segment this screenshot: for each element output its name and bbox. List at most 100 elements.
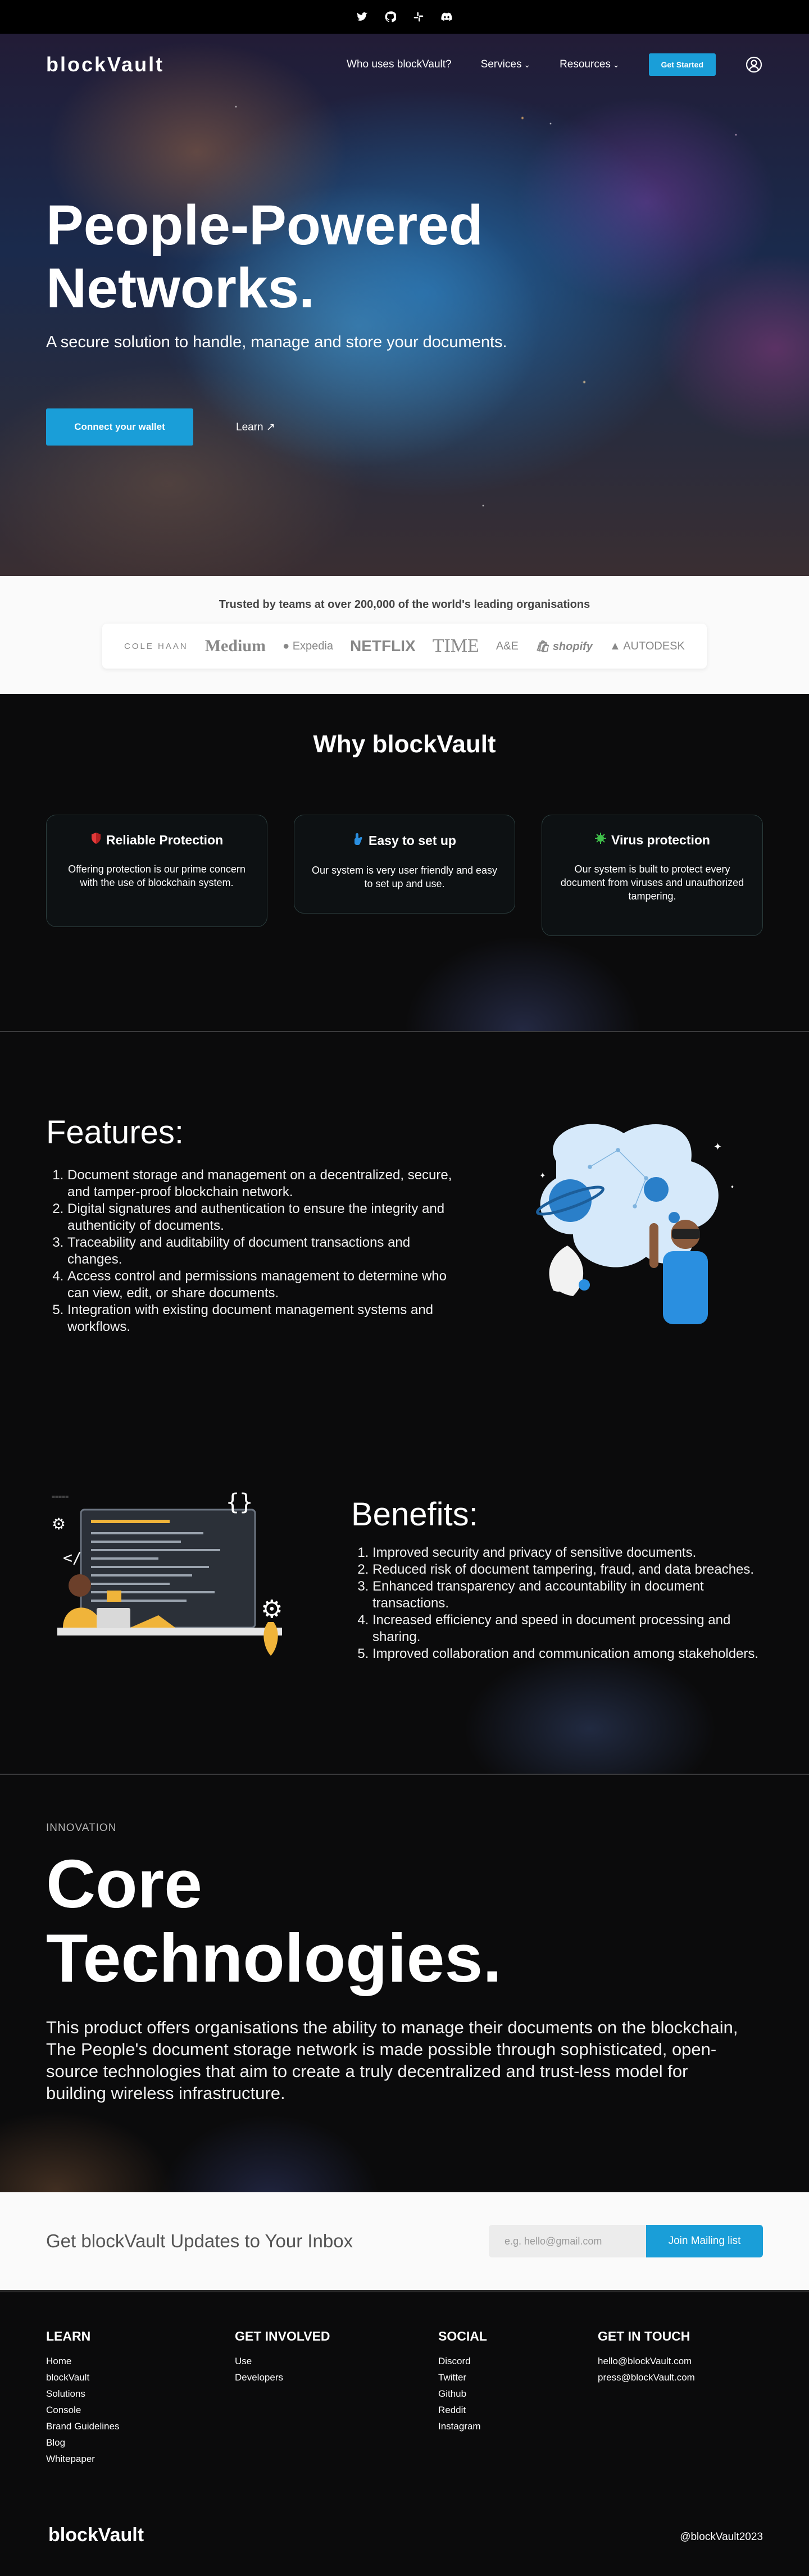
card-virus-protection: Virus protection Our system is built to … (542, 815, 763, 936)
twitter-icon[interactable] (357, 11, 368, 22)
hero-subtitle: A secure solution to handle, manage and … (46, 333, 507, 351)
footer-link[interactable]: Discord (438, 2356, 471, 2366)
card-title: Reliable Protection (62, 832, 251, 848)
logo-expedia-text: Expedia (292, 639, 333, 652)
discord-icon[interactable] (441, 11, 452, 22)
github-icon[interactable] (385, 11, 396, 22)
partner-logos: COLE HAAN Medium ● Expedia NETFLIX TIME … (102, 624, 707, 669)
nav-who-uses[interactable]: Who uses blockVault? (347, 58, 452, 70)
features-section: Features: Document storage and managemen… (0, 1032, 809, 1414)
card-title-text: Virus protection (611, 832, 710, 847)
footer-link[interactable]: Home (46, 2356, 72, 2366)
card-title: Virus protection (558, 832, 747, 848)
footer-link[interactable]: Twitter (438, 2372, 467, 2383)
benefit-item: Increased efficiency and speed in docume… (372, 1612, 767, 1646)
learn-link[interactable]: Learn ↗ (236, 421, 275, 434)
feature-item: Access control and permissions managemen… (67, 1268, 462, 1302)
benefit-item: Enhanced transparency and accountability… (372, 1578, 767, 1612)
developer-illustration: ===== </ {} ⚙ ⚙ (46, 1487, 299, 1673)
footer-column-social: SOCIAL Discord Twitter Github Reddit Ins… (438, 2329, 487, 2434)
learn-label: Learn (236, 421, 263, 433)
footer-link[interactable]: Whitepaper (46, 2454, 95, 2464)
footer-link[interactable]: Developers (235, 2372, 283, 2383)
hand-icon (353, 832, 364, 849)
connect-wallet-button[interactable]: Connect your wallet (46, 408, 193, 446)
feature-item: Traceability and auditability of documen… (67, 1234, 462, 1268)
nav-resources-dropdown[interactable]: Resources (560, 58, 619, 71)
slack-icon[interactable] (413, 11, 424, 22)
user-circle-icon[interactable] (745, 56, 763, 74)
newsletter-title: Get blockVault Updates to Your Inbox (46, 2230, 353, 2251)
logo-netflix: NETFLIX (350, 637, 416, 655)
core-technologies-section: INNOVATION Core Technologies. This produ… (0, 1774, 809, 2192)
logo-time: TIME (432, 635, 479, 656)
card-title-text: Reliable Protection (106, 832, 224, 847)
logo-expedia: ● Expedia (283, 640, 333, 653)
footer-column-title: SOCIAL (438, 2329, 487, 2343)
core-title-line2: Technologies. (46, 1920, 502, 1996)
shield-icon (90, 832, 102, 848)
footer-logo[interactable]: blockVault (48, 2524, 144, 2546)
features-list: Document storage and management on a dec… (46, 1167, 462, 1335)
card-reliable-protection: Reliable Protection Offering protection … (46, 815, 267, 927)
benefit-item: Improved security and privacy of sensiti… (372, 1544, 767, 1561)
card-title: Easy to set up (310, 832, 499, 849)
hero-title-line1: People-Powered (46, 194, 483, 257)
svg-text:⚙: ⚙ (261, 1595, 283, 1624)
svg-text:✦: ✦ (539, 1171, 546, 1180)
footer-column-title: GET IN TOUCH (598, 2329, 690, 2343)
footer-link[interactable]: Reddit (438, 2405, 466, 2415)
logo-shopify-text: shopify (552, 640, 593, 653)
newsletter-form: Join Mailing list (489, 2225, 763, 2257)
card-title-text: Easy to set up (369, 833, 456, 848)
get-started-button[interactable]: Get Started (648, 53, 716, 76)
features-title: Features: (46, 1114, 184, 1151)
nav-services-dropdown[interactable]: Services (481, 58, 530, 71)
email-input[interactable] (489, 2225, 646, 2257)
brand-logo[interactable]: blockVault (46, 53, 165, 76)
benefit-item: Reduced risk of document tampering, frau… (372, 1561, 767, 1578)
footer-link[interactable]: Github (438, 2388, 467, 2399)
core-title: Core Technologies. (46, 1847, 502, 1995)
main-nav: blockVault Who uses blockVault? Services… (0, 34, 809, 96)
footer-link[interactable]: Use (235, 2356, 252, 2366)
svg-text:=====: ===== (52, 1494, 69, 1500)
footer-link[interactable]: blockVault (46, 2372, 90, 2383)
footer-link[interactable]: Console (46, 2405, 81, 2415)
footer-email-link[interactable]: hello@blockVault.com (598, 2356, 692, 2366)
why-cards: Reliable Protection Offering protection … (46, 815, 763, 936)
svg-text:</: </ (63, 1548, 82, 1567)
autodesk-icon: ▲ (609, 639, 621, 652)
section-divider (0, 1031, 809, 1032)
card-description: Our system is very user friendly and eas… (311, 865, 498, 889)
footer-email-link[interactable]: press@blockVault.com (598, 2372, 695, 2383)
footer-column-title: LEARN (46, 2329, 91, 2343)
footer-link[interactable]: Blog (46, 2437, 66, 2448)
shopify-bag-icon: 🛍 (535, 640, 550, 653)
feature-item: Integration with existing document manag… (67, 1302, 462, 1335)
hero-actions: Connect your wallet Learn ↗ (46, 408, 275, 446)
footer-link[interactable]: Instagram (438, 2421, 481, 2432)
footer-link[interactable]: Brand Guidelines (46, 2421, 120, 2432)
feature-item: Document storage and management on a dec… (67, 1167, 462, 1201)
hero-section: blockVault Who uses blockVault? Services… (0, 34, 809, 576)
nebula-background (0, 34, 809, 576)
footer-link[interactable]: Solutions (46, 2388, 85, 2399)
logo-cole-haan: COLE HAAN (124, 641, 188, 651)
card-description: Our system is built to protect every doc… (560, 864, 744, 902)
logo-autodesk-text: AUTODESK (623, 639, 685, 652)
logo-medium: Medium (204, 637, 266, 655)
logo-shopify: 🛍 shopify (535, 639, 593, 653)
copyright: @blockVault2023 (680, 2531, 763, 2543)
arrow-up-right-icon: ↗ (266, 421, 275, 433)
svg-text:✦: ✦ (713, 1141, 722, 1153)
svg-text:⚙: ⚙ (52, 1515, 66, 1533)
expedia-icon: ● (283, 639, 290, 652)
footer-column-get-involved: GET INVOLVED Use Developers (235, 2329, 330, 2386)
newsletter-section: Get blockVault Updates to Your Inbox Joi… (0, 2192, 809, 2292)
site-footer: LEARN Home blockVault Solutions Console … (0, 2292, 809, 2576)
core-title-line1: Core (46, 1846, 202, 1922)
join-mailing-list-button[interactable]: Join Mailing list (646, 2225, 763, 2257)
benefit-item: Improved collaboration and communication… (372, 1646, 767, 1662)
card-description: Offering protection is our prime concern… (68, 864, 246, 888)
